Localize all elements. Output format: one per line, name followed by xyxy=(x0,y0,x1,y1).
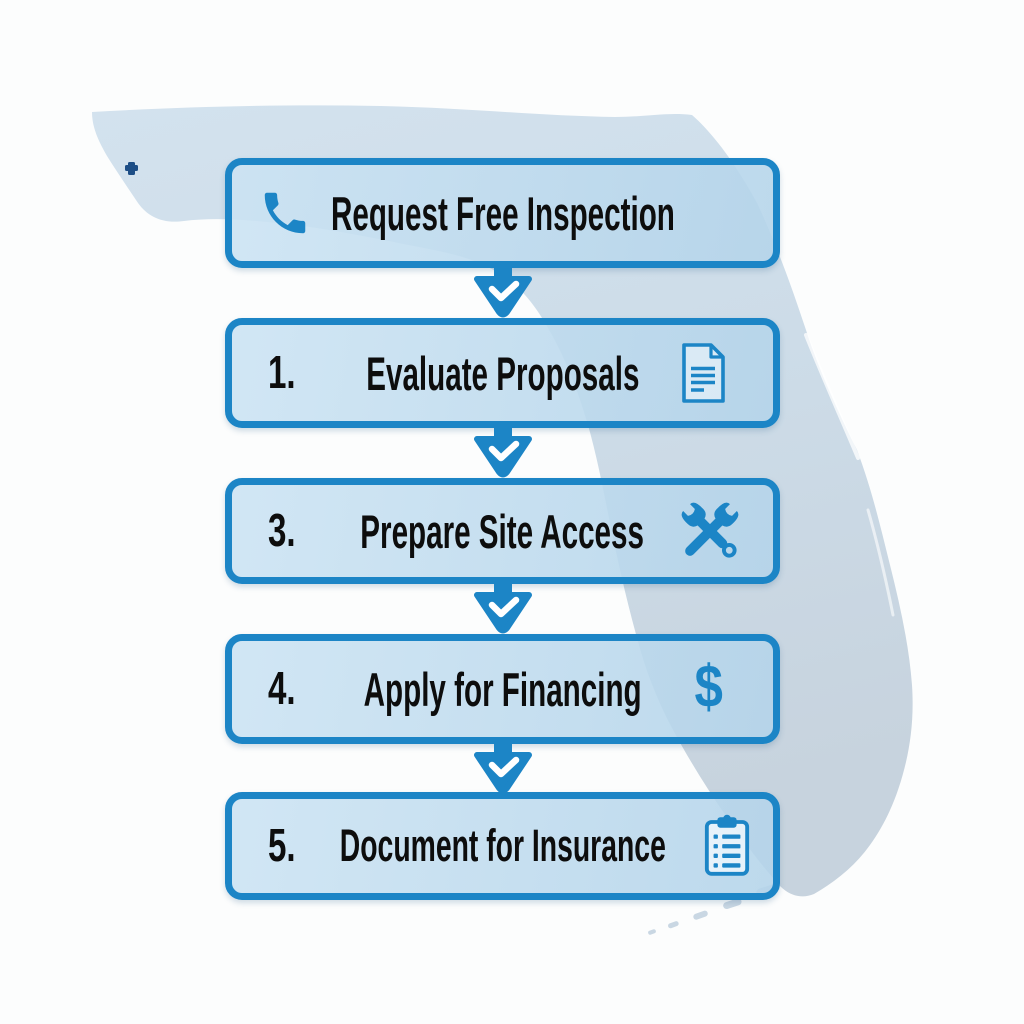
step-number: 4. xyxy=(268,661,296,714)
arrow-down-check-icon xyxy=(470,265,536,319)
step-box-apply-financing: 4. Apply for Financing $ xyxy=(225,634,780,744)
step-box-prepare-site-access: 3. Prepare Site Access xyxy=(225,478,780,584)
map-marker-icon xyxy=(125,162,138,175)
step-box-document-insurance: 5. Document for Insurance xyxy=(225,792,780,900)
step-number: 1. xyxy=(268,345,296,398)
step-box-evaluate-proposals: 1. Evaluate Proposals xyxy=(225,318,780,428)
tools-icon xyxy=(673,494,747,568)
arrow-down-check-icon xyxy=(470,425,536,479)
dollar-icon: $ xyxy=(694,653,723,721)
step-label: Document for Insurance xyxy=(339,820,666,871)
step-label: Evaluate Proposals xyxy=(365,346,640,400)
step-label: Apply for Financing xyxy=(363,662,642,716)
step-number: 3. xyxy=(268,503,296,556)
step-box-request-inspection: Request Free Inspection xyxy=(225,158,780,268)
step-label: Request Free Inspection xyxy=(330,186,675,240)
clipboard-icon xyxy=(703,813,751,879)
coast-highlight xyxy=(804,333,860,460)
coast-highlight xyxy=(866,508,895,617)
document-icon xyxy=(677,342,729,404)
phone-icon xyxy=(258,186,312,240)
arrow-down-check-icon xyxy=(470,581,536,635)
step-label: Prepare Site Access xyxy=(360,504,645,558)
step-number: 5. xyxy=(268,818,296,871)
arrow-down-check-icon xyxy=(470,741,536,795)
